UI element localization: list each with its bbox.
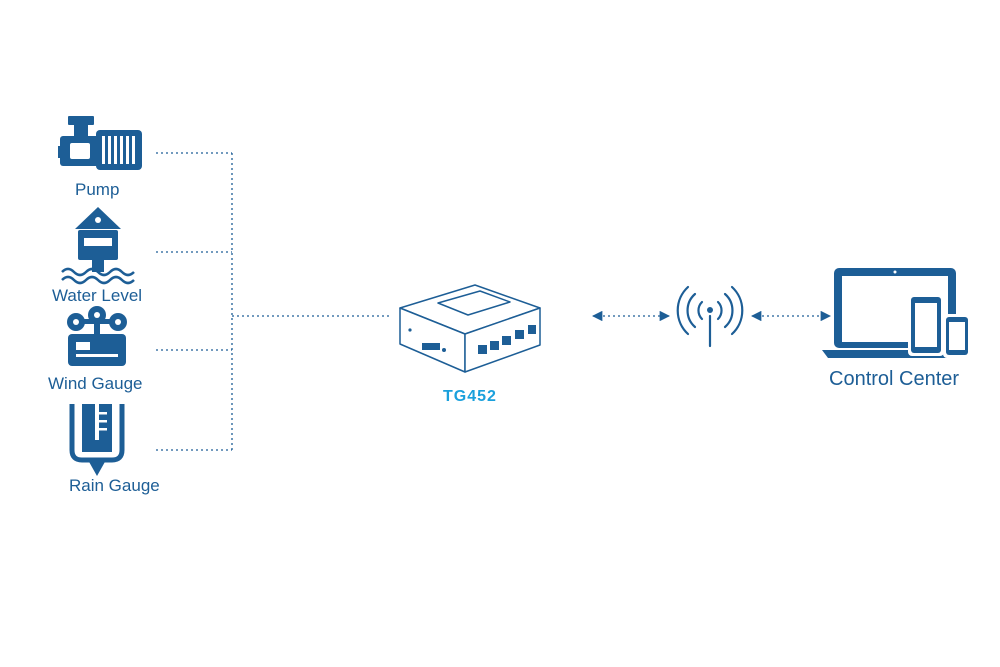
- devices-icon: [822, 268, 971, 358]
- control-center-label: Control Center: [829, 368, 960, 390]
- water-level-label: Water Level: [52, 286, 143, 305]
- wind-gauge-label: Wind Gauge: [48, 374, 143, 393]
- rain-gauge-label: Rain Gauge: [69, 476, 160, 495]
- wind-gauge-icon: [67, 306, 127, 366]
- pump-icon: [58, 116, 142, 170]
- pump-label: Pump: [75, 180, 120, 199]
- sensor-connectors: [156, 152, 390, 451]
- water-level-icon: [61, 207, 135, 285]
- rain-gauge-icon: [69, 404, 125, 476]
- device-label: TG452: [443, 388, 497, 405]
- wireless-antenna-icon: [676, 285, 744, 348]
- gateway-device-icon: [399, 284, 541, 373]
